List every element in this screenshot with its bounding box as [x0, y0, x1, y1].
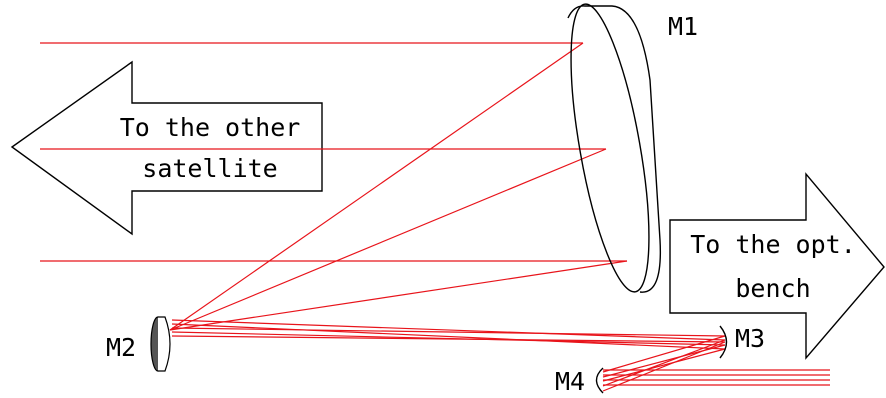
left-arrow-label-line1: To the other	[120, 113, 301, 142]
beam-m3-to-m4-d	[602, 348, 726, 382]
right-arrow-label-line2: bench	[735, 274, 810, 303]
beam-m3-to-m4-a	[602, 335, 726, 373]
arrow-to-other-satellite: To the other satellite	[10, 60, 323, 236]
beam-m1-to-m2-c	[169, 260, 628, 331]
m3-label: M3	[735, 324, 765, 353]
beam-m2-to-m3-b	[171, 323, 726, 350]
mirror-m2: M2	[106, 316, 171, 372]
beam-m1-to-m2-b	[169, 148, 607, 331]
beam-m2-to-m3-a	[171, 319, 726, 341]
m2-label: M2	[106, 333, 136, 362]
m4-label: M4	[555, 367, 585, 396]
beam-m2-to-m3-c	[171, 327, 726, 337]
m1-label: M1	[668, 12, 698, 41]
beam-paths	[40, 42, 830, 392]
mirror-m4: M4	[555, 367, 604, 396]
left-arrow-label-line2: satellite	[142, 154, 277, 183]
beam-m3-to-m4-b	[602, 339, 726, 387]
beam-m1-to-m2-a	[169, 42, 584, 331]
beam-m3-to-m4-e	[602, 341, 726, 392]
beam-m2-to-m3-e	[171, 335, 726, 343]
mirror-m3: M3	[719, 324, 765, 359]
right-arrow-label-line1: To the opt.	[690, 230, 856, 259]
mirror-m1: M1	[567, 3, 698, 293]
arrow-to-optical-bench: To the opt. bench	[669, 172, 885, 360]
